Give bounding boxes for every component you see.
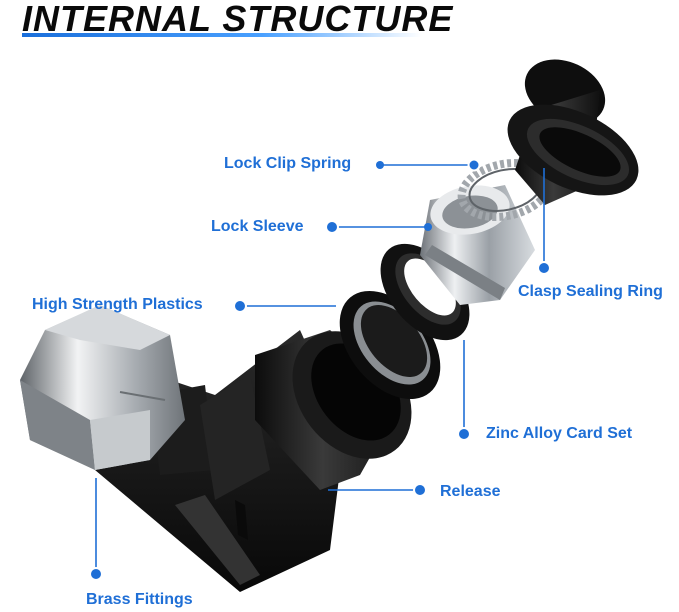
label-brass-fittings: Brass Fittings — [86, 591, 193, 608]
label-high-strength-plastics: High Strength Plastics — [32, 296, 203, 313]
dot-clasp-sealing-ring — [537, 261, 551, 275]
label-clasp-sealing-ring: Clasp Sealing Ring — [518, 283, 663, 300]
dot-release — [413, 483, 427, 497]
label-zinc-alloy-card-set: Zinc Alloy Card Set — [486, 425, 633, 442]
dot-zinc-alloy-card-set — [457, 427, 471, 441]
hex-brass-fitting — [20, 305, 185, 470]
dot-lock-clip-spring-end — [376, 161, 384, 169]
dot-lock-sleeve — [325, 220, 339, 234]
leader-lines — [95, 164, 545, 574]
lock-sleeve — [420, 185, 535, 305]
label-lock-sleeve: Lock Sleeve — [211, 218, 304, 235]
title-underline — [22, 33, 422, 37]
top-cap — [507, 59, 639, 205]
leader-dots — [89, 158, 551, 581]
page-title: INTERNAL STRUCTURE — [22, 0, 454, 39]
dot-high-strength-plastics — [233, 299, 247, 313]
dot-lock-clip-spring — [467, 158, 481, 172]
label-release: Release — [440, 483, 501, 500]
label-lock-clip-spring: Lock Clip Spring — [224, 155, 352, 172]
dot-lock-sleeve-end — [424, 223, 432, 231]
dot-brass-fittings — [89, 567, 103, 581]
